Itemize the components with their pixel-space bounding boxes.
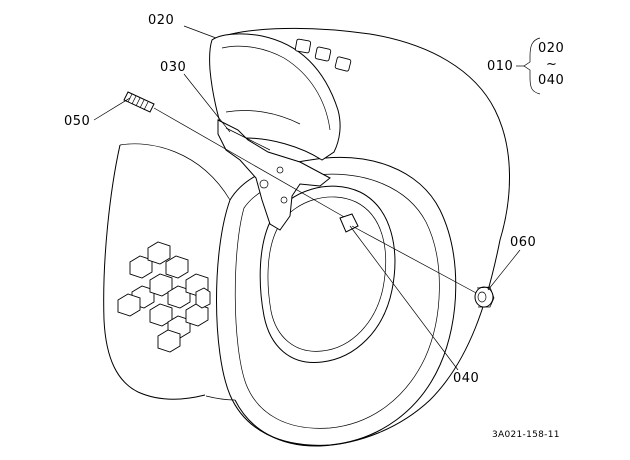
drawing-id: 3A021-158-11: [492, 430, 560, 440]
callout-060-nut: 060: [510, 235, 537, 250]
nut-060: [474, 286, 495, 308]
range-end-label: 040: [538, 73, 565, 88]
tread-lugs-side: [117, 241, 211, 353]
callout-020-tire: 020: [148, 13, 175, 28]
rim-plate: [217, 119, 331, 231]
leader-lines: [93, 25, 541, 371]
callout-010-assembly: 010: [487, 59, 514, 74]
tire-body: [103, 27, 510, 447]
callout-030-tube: 030: [160, 60, 187, 75]
tube-cutaway: [209, 33, 352, 161]
stud-050: [123, 91, 347, 219]
callout-040-valve: 040: [453, 371, 480, 386]
valve-040: [339, 213, 479, 295]
tread-lugs-top: [294, 38, 352, 72]
range-start-label: 020: [538, 41, 565, 56]
callout-050-stud: 050: [64, 114, 91, 129]
range-separator: ~: [546, 57, 558, 72]
